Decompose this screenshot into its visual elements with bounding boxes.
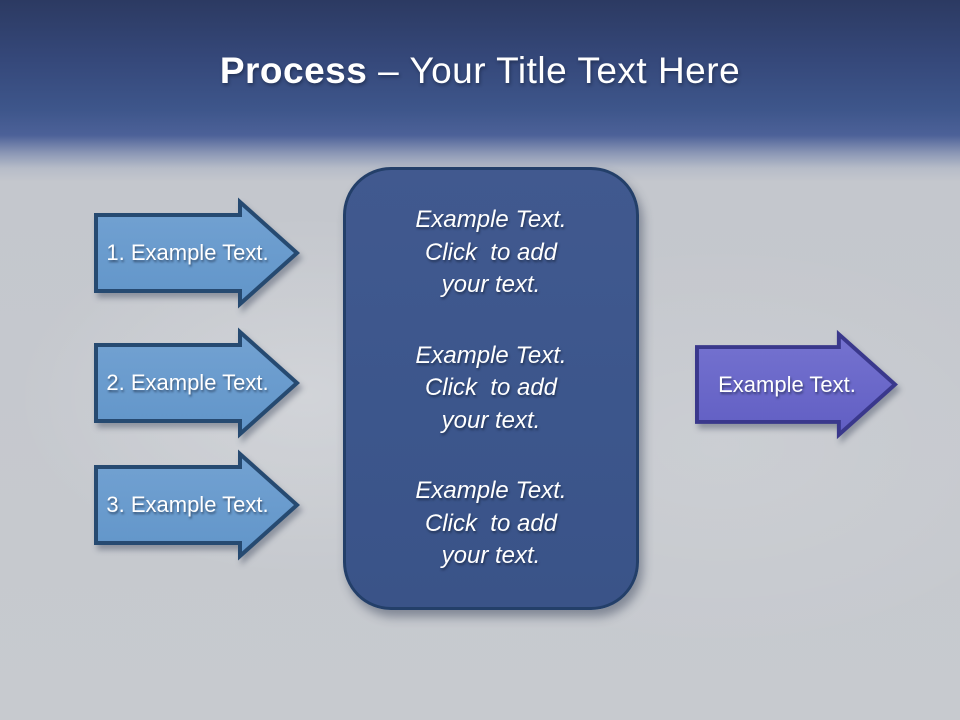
output-arrow[interactable]: Example Text. xyxy=(695,329,898,440)
process-step-2-arrow[interactable]: 2. Example Text. xyxy=(94,327,300,439)
right-pointing-arrow-shape xyxy=(94,197,300,309)
step-1-label: 1. Example Text. xyxy=(106,240,269,265)
right-pointing-arrow-shape xyxy=(94,327,300,439)
step-2-label: 2. Example Text. xyxy=(106,370,269,395)
title-bold-text: Process xyxy=(219,50,368,91)
process-step-3-arrow[interactable]: 3. Example Text. xyxy=(94,449,300,561)
step-3-label: 3. Example Text. xyxy=(106,492,269,517)
placeholder-text-block-1[interactable]: Example Text. Click to add your text. xyxy=(415,206,567,299)
center-text-panel[interactable]: Example Text. Click to add your text. Ex… xyxy=(343,167,639,610)
process-step-1-arrow[interactable]: 1. Example Text. xyxy=(94,197,300,309)
title-regular-text: – Your Title Text Here xyxy=(378,50,741,91)
right-pointing-arrow-shape xyxy=(695,329,898,440)
slide-title[interactable]: Process – Your Title Text Here xyxy=(0,49,960,93)
output-arrow-label: Example Text. xyxy=(718,371,856,397)
placeholder-text-block-2[interactable]: Example Text. Click to add your text. xyxy=(415,341,567,434)
placeholder-text-block-3[interactable]: Example Text. Click to add your text. xyxy=(415,477,567,570)
right-pointing-arrow-shape xyxy=(94,449,300,561)
